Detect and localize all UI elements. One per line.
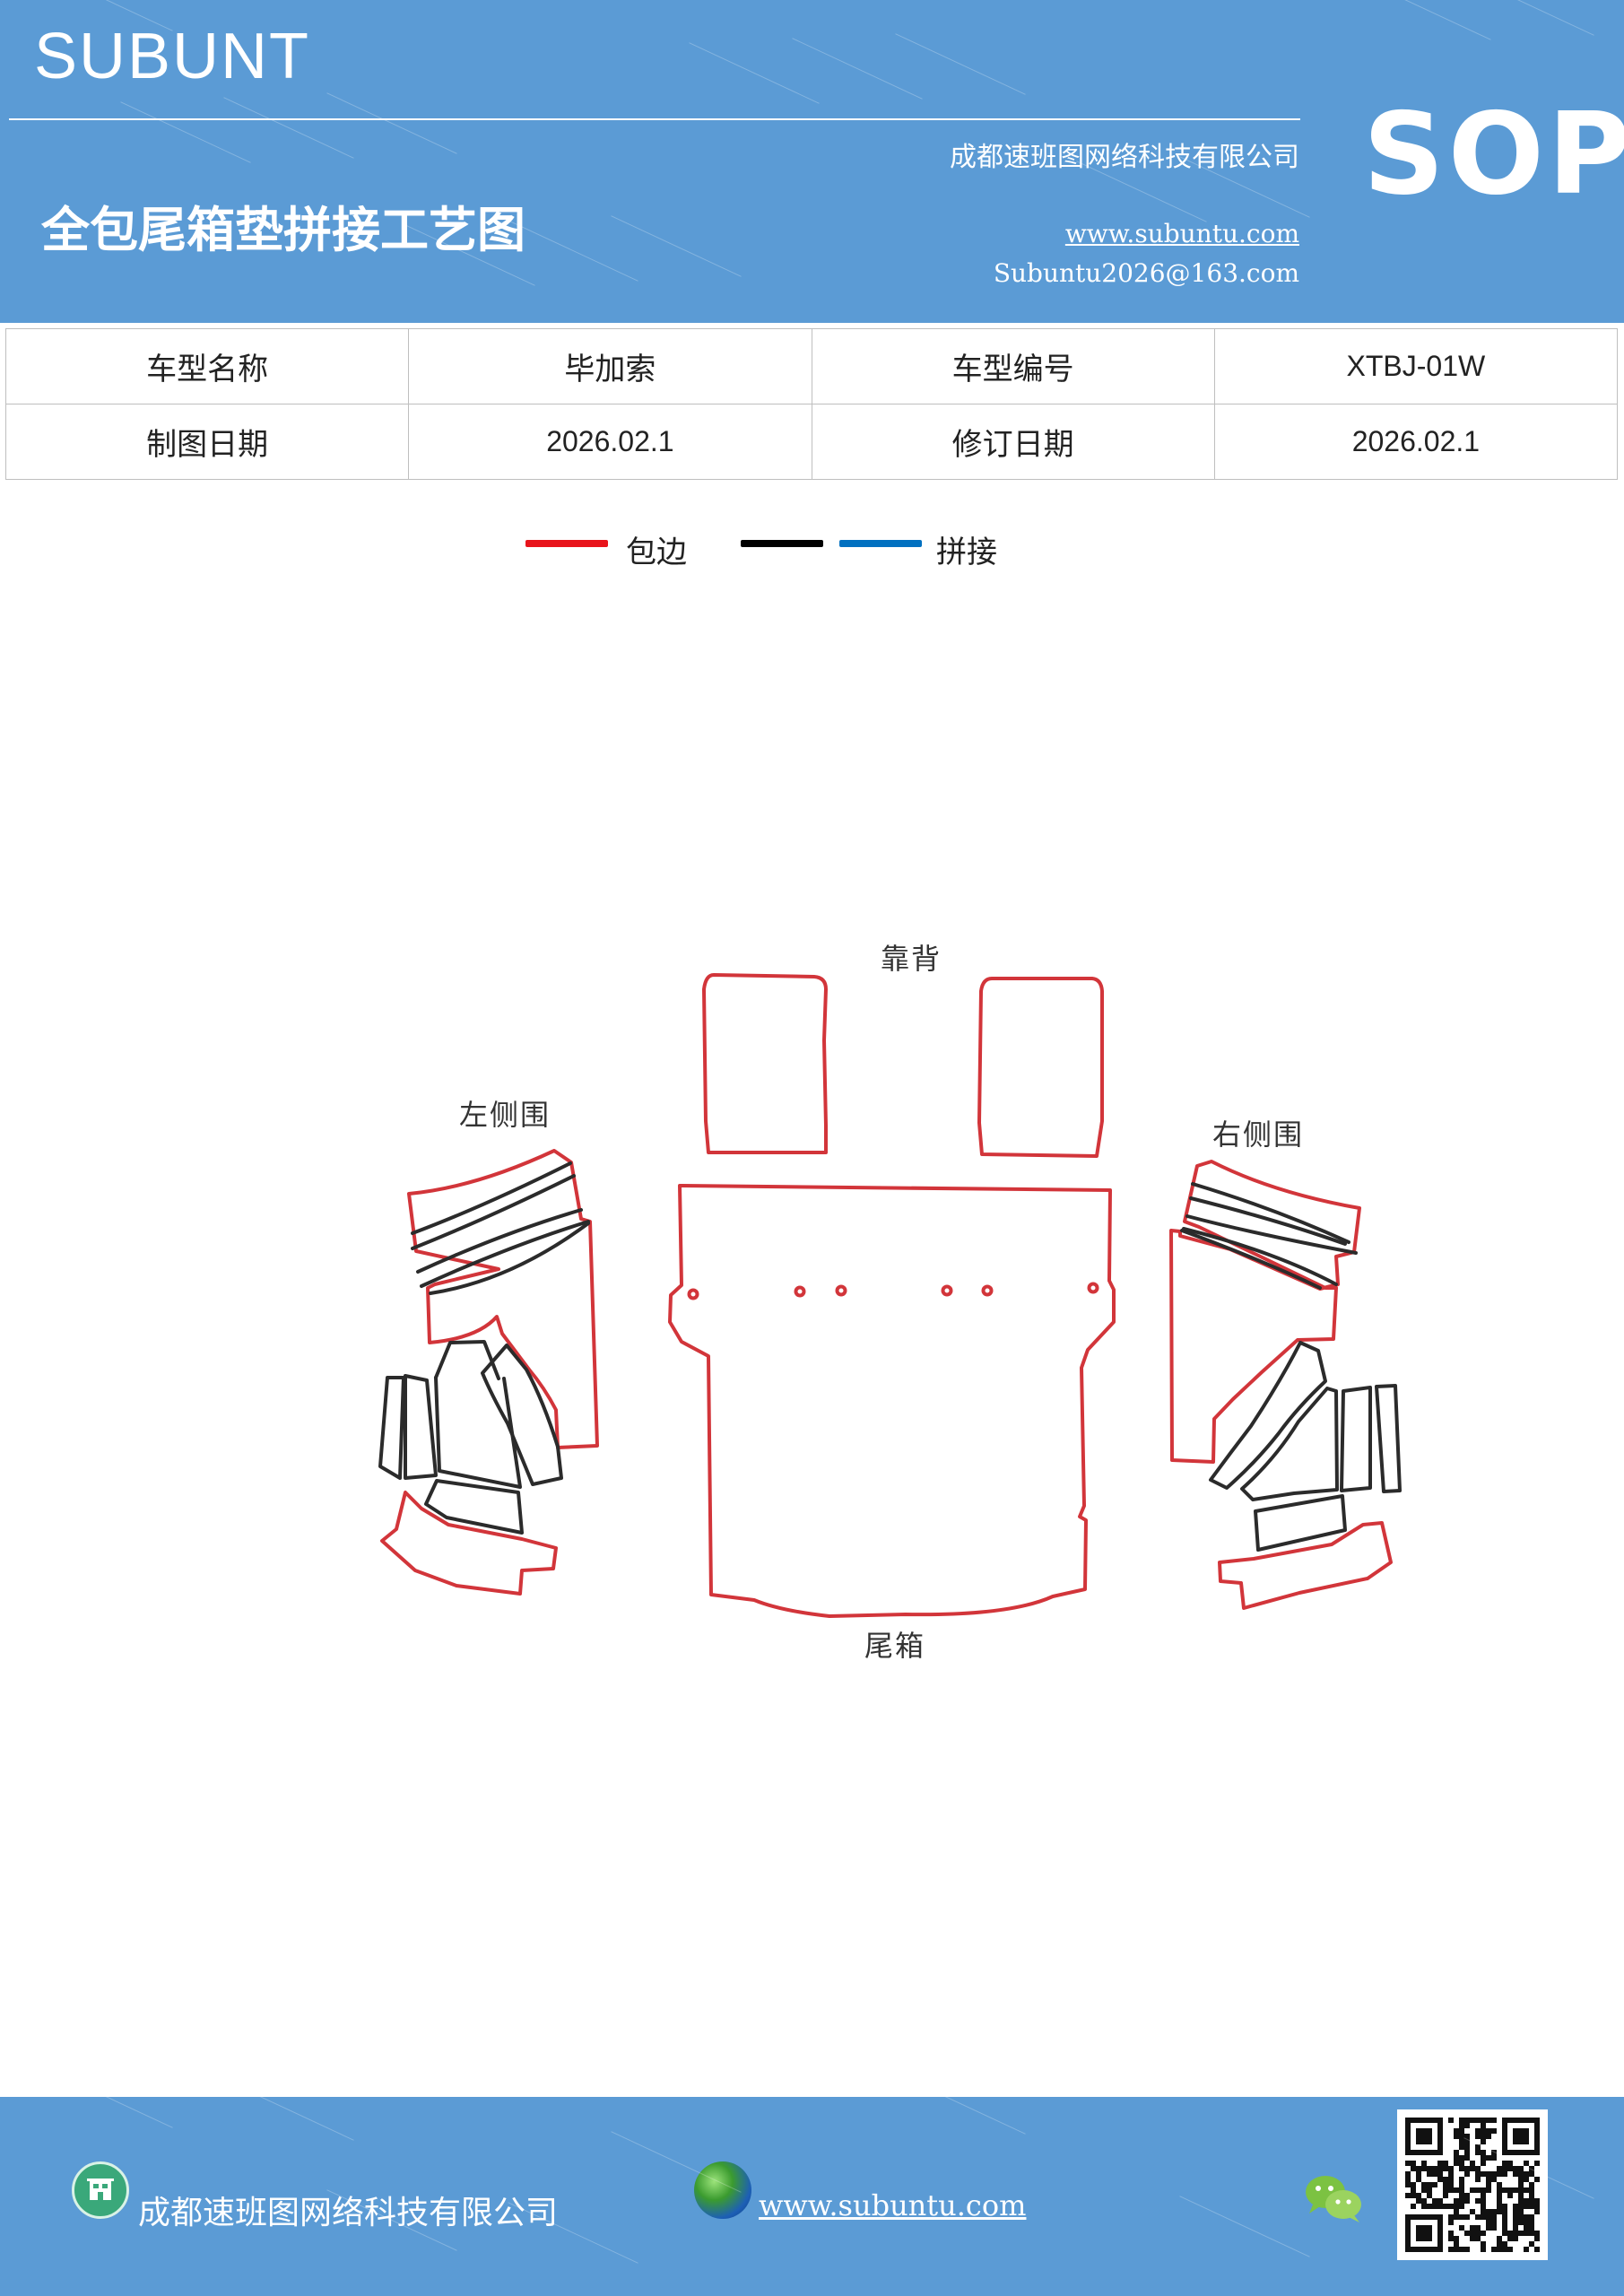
table-cell-value: 2026.02.1	[408, 404, 812, 480]
header-divider	[9, 118, 1300, 120]
left-side-lower-seam	[434, 1376, 522, 1489]
legend-label-seam: 拼接	[936, 535, 997, 570]
trunk-floor-piece	[668, 1184, 1116, 1618]
table-row: 车型名称 毕加索 车型编号 XTBJ-01W	[4, 328, 1619, 404]
footer-company-name: 成都速班图网络科技有限公司	[138, 2195, 559, 2231]
table-cell-value: 毕加索	[408, 328, 812, 404]
table-cell-label: 车型名称	[4, 328, 410, 404]
legend-swatch-black	[741, 540, 823, 547]
document-title: 全包尾箱垫拼接工艺图	[41, 202, 525, 258]
legend-label-binding: 包边	[626, 535, 687, 570]
backrest-right-piece	[977, 977, 1104, 1158]
right-side-top-seam	[1191, 1182, 1350, 1244]
table-cell-label: 车型编号	[811, 328, 1215, 404]
qr-code-icon[interactable]	[1397, 2109, 1548, 2260]
table-cell-label: 制图日期	[4, 404, 410, 480]
label-left-side: 左侧围	[459, 1098, 551, 1132]
sop-badge: SOP	[1363, 88, 1624, 220]
right-side-top-seam	[1185, 1214, 1358, 1255]
wechat-icon	[1302, 2170, 1365, 2224]
right-side-bottom-piece	[1218, 1521, 1393, 1610]
right-side-lower-seam	[1209, 1341, 1327, 1490]
footer-website-link[interactable]: www.subuntu.com	[759, 2188, 1027, 2222]
left-side-top-piece	[407, 1149, 599, 1449]
right-side-top-piece	[1169, 1160, 1361, 1464]
watermark	[1179, 2196, 1310, 2257]
right-side-lower-seam	[1240, 1387, 1339, 1501]
building-icon	[72, 2161, 129, 2219]
left-side-top-seam	[411, 1161, 572, 1235]
left-side-top-seam	[429, 1222, 590, 1295]
vehicle-info-table: 车型名称 毕加索 车型编号 XTBJ-01W 制图日期 2026.02.1 修订…	[4, 328, 1619, 480]
watermark	[223, 2097, 354, 2141]
right-side-lower-seam	[1375, 1384, 1402, 1493]
left-side-top-seam	[420, 1220, 590, 1288]
right-side-top-seam	[1180, 1229, 1322, 1290]
right-side-top-seam	[1182, 1227, 1338, 1286]
table-cell-label: 修订日期	[811, 404, 1215, 480]
right-side-lower-seam	[1254, 1494, 1347, 1552]
left-side-lower-seam	[378, 1376, 405, 1480]
table-cell-value: XTBJ-01W	[1213, 328, 1619, 404]
label-trunk: 尾箱	[864, 1629, 926, 1663]
header-website-link[interactable]: www.subuntu.com	[1064, 219, 1299, 248]
footer-banner: 成都速班图网络科技有限公司 www.subuntu.com	[0, 2097, 1624, 2296]
backrest-left-piece	[702, 973, 828, 1154]
header-banner: SUBUNT 成都速班图网络科技有限公司 全包尾箱垫拼接工艺图 www.subu…	[0, 0, 1624, 323]
globe-icon	[694, 2161, 751, 2219]
left-side-lower-seam	[424, 1479, 524, 1535]
header-email: Subuntu2026@163.com	[993, 258, 1299, 288]
left-side-bottom-piece	[380, 1491, 558, 1596]
right-side-top-seam	[1189, 1196, 1347, 1246]
legend-swatch-seam	[839, 540, 922, 547]
watermark	[42, 2097, 173, 2128]
label-backrest: 靠背	[881, 942, 942, 976]
table-cell-value: 2026.02.1	[1213, 404, 1619, 480]
table-row: 制图日期 2026.02.1 修订日期 2026.02.1	[4, 404, 1619, 480]
brand-logo-text: SUBUNT	[34, 21, 311, 92]
label-right-side: 右侧围	[1212, 1118, 1305, 1152]
left-side-top-seam	[411, 1174, 576, 1250]
left-side-top-seam	[416, 1208, 583, 1274]
left-side-lower-seam	[404, 1374, 438, 1480]
legend-swatch-binding	[525, 540, 608, 547]
header-company-name: 成都速班图网络科技有限公司	[950, 142, 1299, 173]
watermark	[895, 2097, 1026, 2135]
left-side-lower-seam	[434, 1340, 500, 1380]
left-side-lower-seam	[481, 1344, 563, 1486]
right-side-lower-seam	[1340, 1386, 1372, 1492]
trunk-floor-holes	[687, 1282, 1099, 1300]
